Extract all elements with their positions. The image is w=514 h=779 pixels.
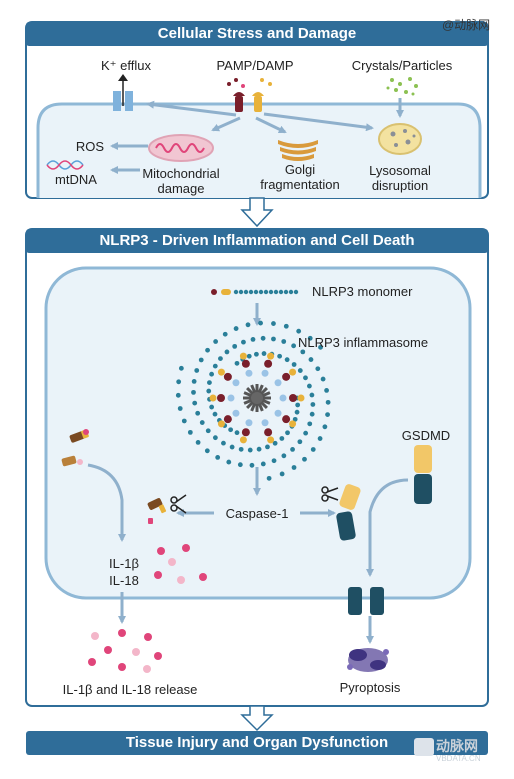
stress-section-title: Cellular Stress and Damage xyxy=(26,22,488,46)
nlrp3-monomer-label: NLRP3 monomer xyxy=(312,284,413,299)
mito-label-line2: damage xyxy=(157,181,205,196)
il18-label: IL-18 xyxy=(109,573,139,588)
lyso-label-line1: Lysosomal xyxy=(369,163,431,178)
mitochondrion-icon xyxy=(148,134,214,162)
watermark-logo xyxy=(414,738,434,756)
down-arrow-2 xyxy=(240,705,274,732)
bottom-watermark: 动脉网 xyxy=(436,738,478,754)
mtdna-label: mtDNA xyxy=(55,172,97,187)
pamp-damp-label: PAMP/DAMP xyxy=(216,58,294,73)
gsdmd-icon xyxy=(414,445,432,504)
lysosome-icon xyxy=(378,123,422,155)
release-label: IL-1β and IL-18 release xyxy=(62,682,198,697)
gsdmd-label: GSDMD xyxy=(401,428,451,443)
ros-label: ROS xyxy=(75,139,104,154)
nlrp3-section-title: NLRP3 - Driven Inflammation and Cell Dea… xyxy=(26,229,488,253)
potassium-channel-icon xyxy=(113,74,133,111)
nlrp3-cell xyxy=(44,266,472,600)
pro-cytokine-icon xyxy=(61,429,89,467)
nlrp3-inflammasome-label: NLRP3 inflammasome xyxy=(298,335,429,350)
crystals-label: Crystals/Particles xyxy=(351,58,453,73)
gsdmd-cleaved-icon xyxy=(336,484,361,541)
top-watermark: @动脉网 xyxy=(442,18,491,32)
pamp-damp-receptor-icon xyxy=(227,78,272,112)
pyroptosis-label: Pyroptosis xyxy=(339,680,401,695)
golgi-icon xyxy=(278,140,318,161)
outcome-section-title: Tissue Injury and Organ Dysfunction xyxy=(26,731,488,755)
il1b-label: IL-1β xyxy=(109,556,139,571)
cleaved-cytokine-icon xyxy=(147,498,167,524)
pyroptosis-icon xyxy=(347,648,389,672)
k-efflux-label: K⁺ efflux xyxy=(101,58,151,73)
mature-cytokines-inside xyxy=(154,544,207,584)
scissors-icon-left xyxy=(170,494,187,514)
lyso-label-line2: disruption xyxy=(371,178,429,193)
caspase-1-label: Caspase-1 xyxy=(225,506,289,521)
bottom-watermark-url: VBDATA.CN xyxy=(436,754,481,763)
crystal-particles-icon xyxy=(386,77,418,96)
scissors-icon-right xyxy=(321,486,339,502)
mtdna-helix-icon xyxy=(46,160,84,170)
released-cytokines-icon xyxy=(88,629,162,673)
golgi-label-line2: fragmentation xyxy=(260,177,340,192)
down-arrow-1 xyxy=(240,197,274,228)
gsdmd-pore-icon xyxy=(348,587,384,615)
mito-label-line1: Mitochondrial xyxy=(142,166,220,181)
nlrp3-monomer-icon xyxy=(211,289,299,295)
golgi-label-line1: Golgi xyxy=(284,162,316,177)
nlrp3-inflammasome-icon xyxy=(175,320,331,481)
